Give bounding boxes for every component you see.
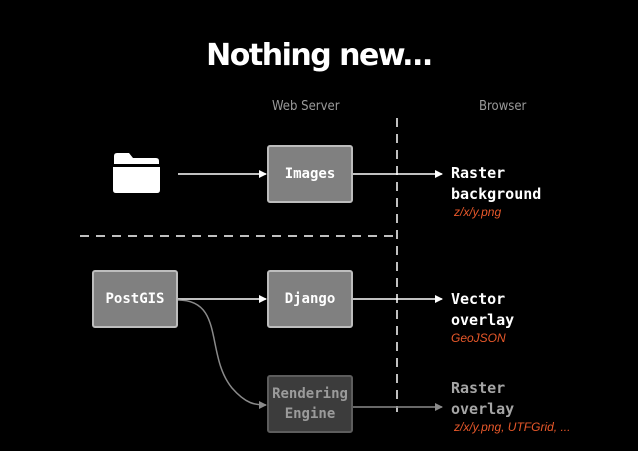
column-header-web-server: Web Server	[272, 99, 340, 114]
postgis-box: PostGIS	[92, 270, 178, 328]
rendering-engine-box: Rendering Engine	[267, 375, 353, 433]
images-box: Images	[267, 145, 353, 203]
django-box: Django	[267, 270, 353, 328]
vector-overlay-format: GeoJSON	[451, 331, 506, 345]
rendering-engine-label-line1: Rendering	[272, 386, 348, 402]
vector-overlay-label-line2: overlay	[451, 311, 515, 329]
folder-icon	[113, 153, 160, 193]
arrow-postgis-to-rendering-engine	[177, 299, 267, 409]
page-title: Nothing new...	[206, 38, 433, 73]
column-header-browser: Browser	[479, 99, 527, 114]
raster-background-label-line2: background	[451, 185, 542, 203]
vector-overlay-label-line1: Vector	[451, 290, 506, 308]
raster-overlay-format: z/x/y.png, UTFGrid, ...	[454, 420, 571, 434]
raster-background-output: Raster background z/x/y.png	[451, 163, 541, 219]
vector-overlay-output: Vector overlay GeoJSON	[451, 289, 514, 345]
raster-background-label-line1: Raster	[451, 164, 506, 182]
raster-overlay-label-line2: overlay	[451, 400, 515, 418]
raster-background-format: z/x/y.png	[454, 205, 502, 219]
django-box-label: Django	[284, 291, 336, 307]
raster-overlay-output: Raster overlay z/x/y.png, UTFGrid, ...	[451, 378, 570, 434]
images-box-label: Images	[284, 166, 336, 182]
rendering-engine-label-line2: Engine	[284, 406, 336, 422]
raster-overlay-label-line1: Raster	[451, 379, 506, 397]
postgis-box-label: PostGIS	[105, 291, 165, 307]
